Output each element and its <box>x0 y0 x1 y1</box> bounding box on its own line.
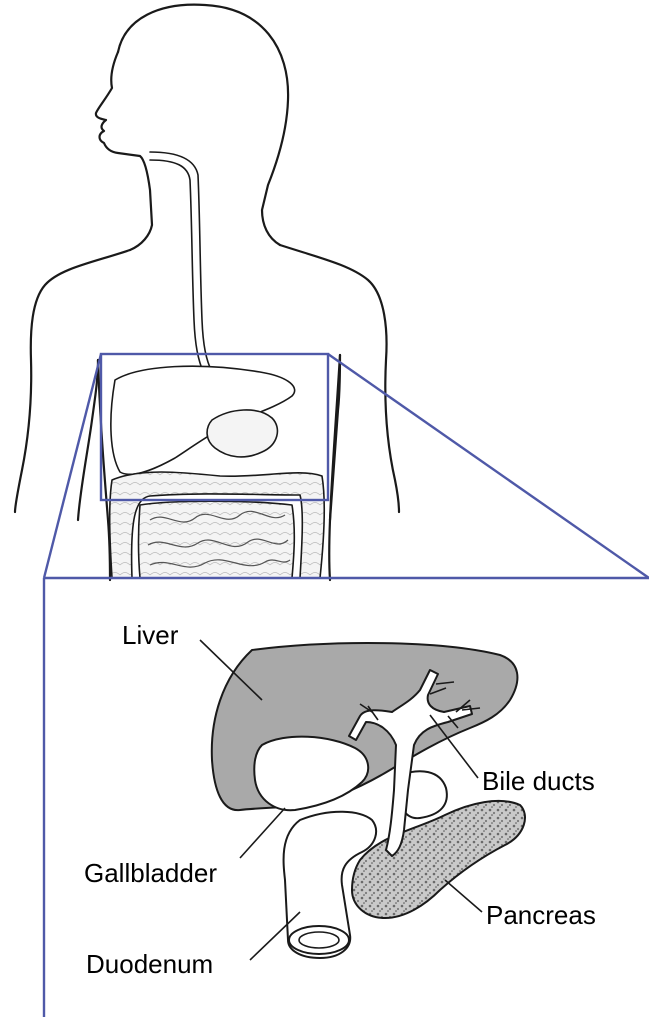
esophagus <box>150 152 212 372</box>
small-intestine <box>139 501 295 578</box>
inset-organs <box>212 643 525 958</box>
bile-ducts-label: Bile ducts <box>482 766 595 796</box>
head-outline <box>118 5 288 245</box>
zoom-line-left <box>44 354 101 578</box>
pancreas-label: Pancreas <box>486 900 596 930</box>
small-stomach <box>207 410 277 457</box>
left-shoulder-arm <box>15 250 130 512</box>
liver-label: Liver <box>122 620 179 650</box>
pancreas-leader <box>445 880 482 912</box>
face-profile <box>96 52 152 250</box>
duodenum-label: Duodenum <box>86 949 213 979</box>
upper-organs <box>110 366 324 578</box>
gallbladder-leader <box>240 808 285 858</box>
zoom-line-right <box>328 354 649 578</box>
gallbladder-shape <box>254 737 368 811</box>
gallbladder-label: Gallbladder <box>84 858 217 888</box>
left-inner-arm <box>78 360 98 520</box>
